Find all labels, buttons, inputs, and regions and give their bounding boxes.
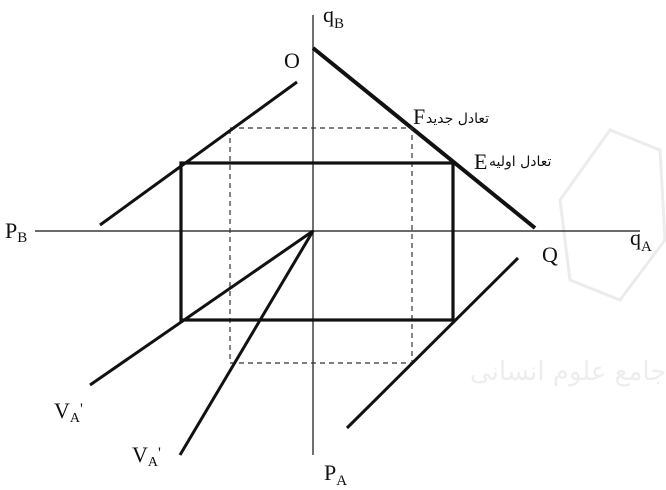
upper-left-line: [99, 80, 298, 227]
dashed-rectangle: [229, 127, 413, 364]
label-new-equilibrium: تعادل جدید: [426, 111, 489, 127]
label-PB: PB: [5, 218, 27, 246]
label-qA: qA: [630, 225, 652, 255]
solid-rectangle: [179, 161, 455, 322]
label-Q: Q: [542, 242, 558, 267]
watermark-emblem: [558, 128, 666, 302]
watermark-text: پرتال جامع علوم انسانی: [470, 357, 666, 387]
ray-VA-upper: [89, 229, 314, 387]
label-PA: PA: [324, 460, 347, 489]
label-VA-lower: VA': [132, 442, 161, 470]
lower-right-line: [345, 256, 520, 430]
ray-VA-lower: [178, 230, 315, 456]
label-F: F: [413, 104, 425, 129]
watermark: پرتال جامع علوم انسانی: [470, 128, 666, 387]
label-E: E: [474, 149, 487, 174]
label-initial-equilibrium: تعادل اولیه: [489, 154, 552, 170]
label-O: O: [284, 48, 300, 73]
label-VA-upper: VA': [54, 398, 83, 426]
budget-line-OQ: [311, 46, 537, 230]
label-qB: qB: [323, 2, 344, 32]
